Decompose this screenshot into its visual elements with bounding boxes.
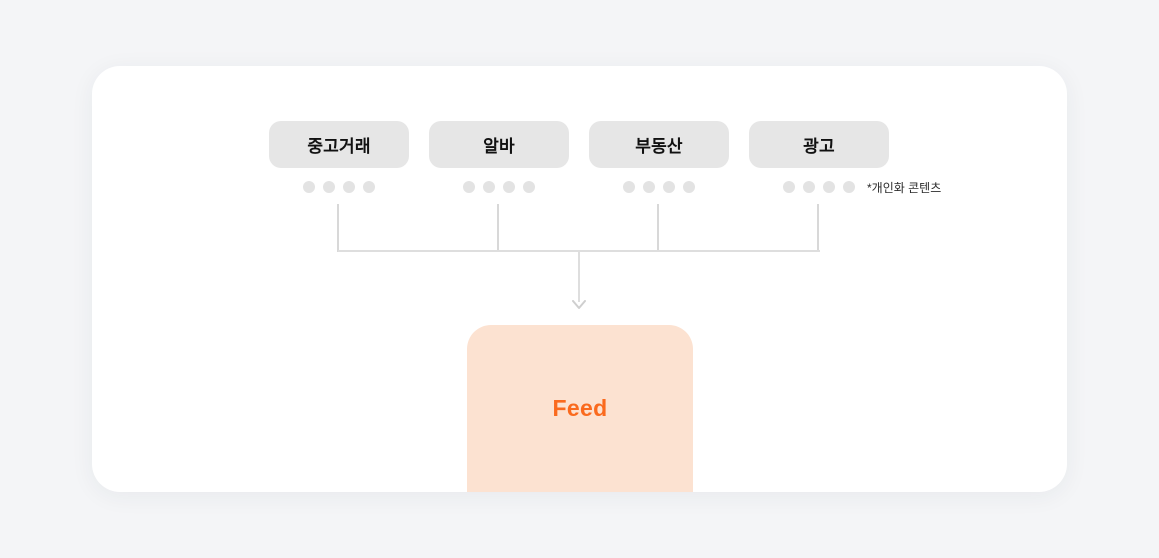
content-dot-icon [623,181,635,193]
arrow-down-icon [572,300,586,309]
content-dot-icon [483,181,495,193]
connector-line [657,204,659,252]
diagram-card: 중고거래 알바 부동산 광고 [92,66,1067,492]
source-box-label: 알바 [483,137,515,156]
content-dot-icon [683,181,695,193]
content-dot-icon [643,181,655,193]
connector-line [578,252,580,302]
content-dot-icon [463,181,475,193]
content-dot-icon [303,181,315,193]
content-dots-secondhand [303,181,375,193]
content-dot-icon [523,181,535,193]
source-box-label: 광고 [803,137,835,156]
connector-line [337,204,339,252]
source-box-parttime: 알바 [429,121,569,168]
content-dot-icon [363,181,375,193]
connector-line [497,204,499,252]
content-dots-realestate [623,181,695,193]
content-dot-icon [843,181,855,193]
source-box-ads: 광고 [749,121,889,168]
source-box-secondhand: 중고거래 [269,121,409,168]
content-dot-icon [823,181,835,193]
connector-line [817,204,819,252]
source-box-label: 부동산 [635,137,683,156]
content-dot-icon [663,181,675,193]
content-dot-icon [343,181,355,193]
connector-line [338,250,820,252]
content-dots-ads [783,181,855,193]
content-dots-parttime [463,181,535,193]
content-dot-icon [503,181,515,193]
personalized-content-note: *개인화 콘텐츠 [867,181,942,195]
source-box-label: 중고거래 [307,137,371,156]
content-dot-icon [783,181,795,193]
content-dot-icon [803,181,815,193]
source-box-realestate: 부동산 [589,121,729,168]
feed-box: Feed [467,325,693,492]
content-dot-icon [323,181,335,193]
feed-label: Feed [552,395,608,421]
